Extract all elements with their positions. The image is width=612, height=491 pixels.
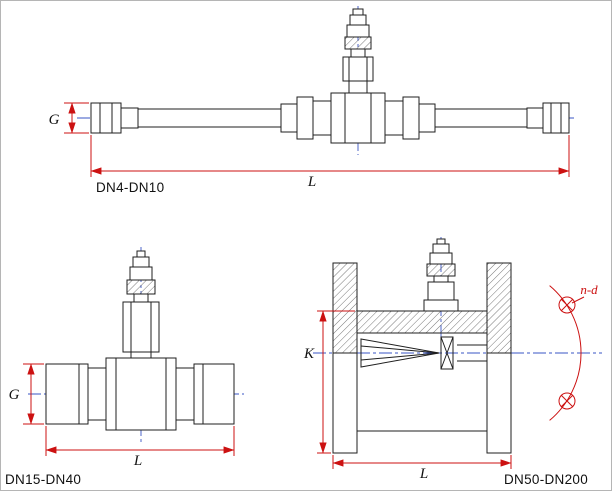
bolt-hole-bottom <box>558 392 576 410</box>
sensor-assembly <box>423 238 459 312</box>
dimension-g: G <box>9 363 44 425</box>
annotation-label-nd: n-d <box>580 282 598 297</box>
bolt-circle-arc <box>549 285 582 421</box>
dimension-g: G <box>49 102 89 134</box>
drawing-dn15-dn40: G L DN15-DN40 <box>5 247 244 487</box>
caption-dn50-dn200: DN50-DN200 <box>504 472 588 487</box>
dimension-l: L <box>45 426 235 469</box>
dim-label-g: G <box>9 387 20 403</box>
dim-label-l: L <box>133 453 142 469</box>
caption-dn15-dn40: DN15-DN40 <box>5 472 81 487</box>
dimension-l: L <box>332 455 512 482</box>
drawing-dn50-dn200: K L n-d DN50-DN200 <box>303 237 602 487</box>
dim-label-k: K <box>303 346 315 362</box>
meter-body <box>45 357 235 431</box>
bolt-circle-annotation: n-d <box>549 282 598 421</box>
meter-body <box>90 92 570 144</box>
sensor-assembly <box>122 250 160 365</box>
dimension-k: K <box>303 310 355 454</box>
leader-line <box>571 296 585 304</box>
bolt-hole-top <box>558 296 576 314</box>
dim-label-l: L <box>307 174 316 190</box>
caption-dn4-dn10: DN4-DN10 <box>96 180 164 195</box>
meter-body <box>332 262 512 454</box>
dim-label-l: L <box>419 466 428 482</box>
dimension-l: L <box>90 135 570 190</box>
sensor-assembly <box>342 8 374 94</box>
drawing-dn4-dn10: G L DN4-DN10 <box>49 6 575 195</box>
dim-label-g: G <box>49 112 60 128</box>
